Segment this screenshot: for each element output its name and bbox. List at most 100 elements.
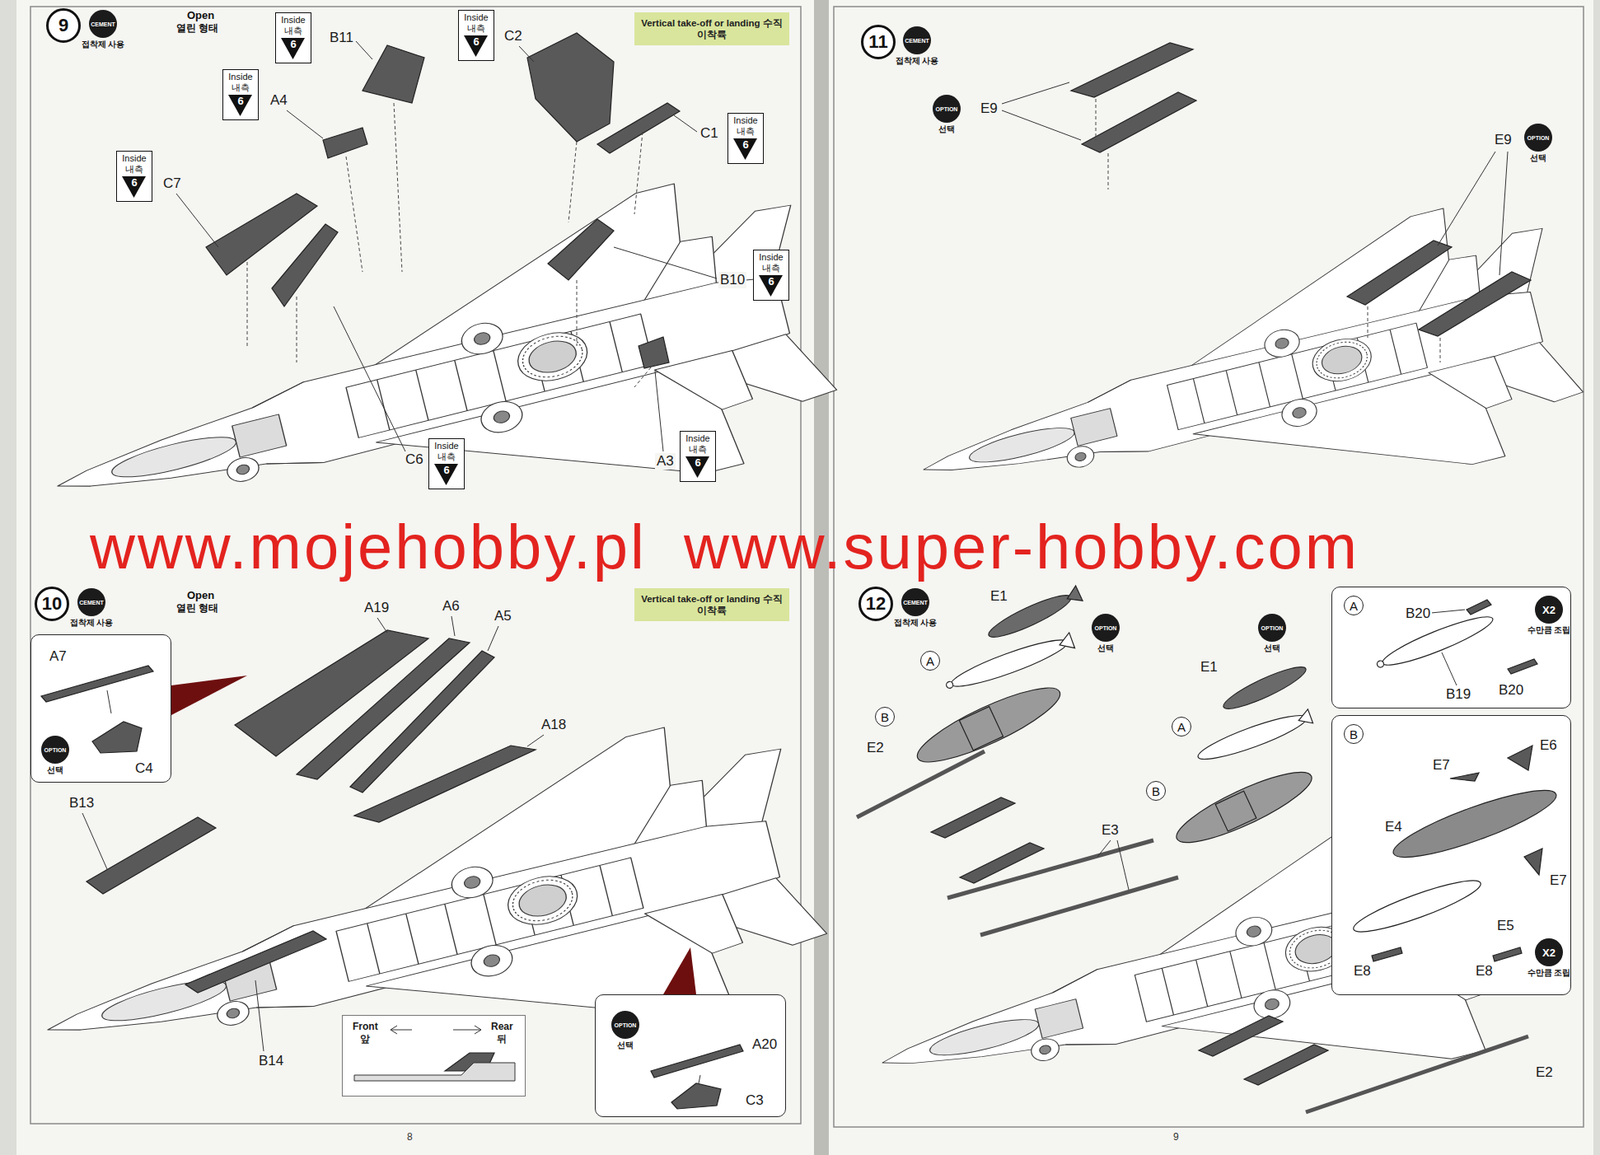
part-number: E1 xyxy=(988,588,1010,605)
part-shape xyxy=(597,102,680,154)
part-shape xyxy=(362,45,425,103)
part-shape xyxy=(1507,659,1538,674)
part-shape xyxy=(41,32,1543,1109)
orientation-text: Front 앞 xyxy=(350,1020,380,1047)
inset-ground xyxy=(594,994,786,1118)
badge-caption: 선택 xyxy=(1097,643,1114,654)
part-number: E8 xyxy=(1352,963,1373,980)
part-shape xyxy=(86,817,216,894)
variant-letter: A xyxy=(1171,716,1192,737)
view-note: 열린 형태 xyxy=(174,23,220,35)
option-inset: A20C3OPTION선택 xyxy=(594,994,786,1118)
inset-ground xyxy=(30,634,172,783)
badge-caption: 선택 xyxy=(617,1040,634,1051)
part-number: B19 xyxy=(1444,686,1473,703)
weapon-shape xyxy=(1063,585,1083,607)
part-number: B20 xyxy=(1403,605,1432,623)
part-number: E7 xyxy=(1431,757,1452,774)
weapon-shape xyxy=(1220,660,1310,716)
part-number: A19 xyxy=(362,599,391,617)
weapon-shape xyxy=(1349,872,1485,941)
badge-caption: 접착제 사용 xyxy=(81,39,126,50)
option-badge: OPTION선택 xyxy=(1524,123,1553,152)
weapon-shape xyxy=(1295,709,1313,728)
inset-ground xyxy=(341,1015,526,1097)
weapon-shape xyxy=(1194,706,1314,767)
inside-marker: Inside내측6 xyxy=(679,430,716,482)
weapon-shape xyxy=(1169,760,1320,855)
badge-caption: 선택 xyxy=(938,124,955,135)
inside-text: 내측 xyxy=(223,82,258,94)
weapon-shape xyxy=(947,632,1071,694)
part-shape xyxy=(41,665,154,702)
inset-pointer xyxy=(663,947,697,995)
step-number: 11 xyxy=(860,24,896,60)
weapon-shape xyxy=(1373,609,1497,675)
badge-text: CEMENT xyxy=(79,599,104,606)
part-number: B11 xyxy=(327,29,356,47)
inset-ground xyxy=(1331,586,1572,709)
badge-caption: 접착제 사용 xyxy=(893,617,938,628)
inside-marker: Inside내측6 xyxy=(116,150,153,202)
part-number: B10 xyxy=(718,271,747,289)
option-badge: OPTION선택 xyxy=(932,94,961,123)
part-number: A18 xyxy=(539,716,568,734)
inside-text: 내측 xyxy=(429,451,464,463)
part-number: A5 xyxy=(492,608,514,625)
weapon-shape xyxy=(856,584,1563,1113)
variant-letter: B xyxy=(1146,781,1166,801)
page-number: 8 xyxy=(405,1132,415,1144)
badge-caption: 선택 xyxy=(46,765,64,776)
part-number: E9 xyxy=(1492,131,1514,149)
inside-text: Inside xyxy=(458,12,494,24)
inside-number: 6 xyxy=(223,94,258,108)
leader-line xyxy=(354,1062,515,1081)
part-number: C3 xyxy=(743,1092,766,1109)
part-shape xyxy=(354,745,536,823)
part-number: E2 xyxy=(1534,1064,1555,1081)
part-number: C4 xyxy=(133,760,155,777)
leader-line xyxy=(107,690,701,1084)
badge-text: OPTION xyxy=(1527,135,1550,141)
weapon-shape xyxy=(1194,708,1310,767)
inside-text: Inside xyxy=(116,153,152,164)
badge-text: OPTION xyxy=(44,747,67,754)
weapon-shape xyxy=(1387,778,1562,869)
part-shape xyxy=(1347,240,1452,305)
inside-marker: Inside내측6 xyxy=(222,69,259,121)
inside-number: 6 xyxy=(458,35,494,48)
variant-letter-text: B xyxy=(880,711,889,724)
weapon-shape xyxy=(959,706,1003,751)
view-note: Open xyxy=(185,9,216,23)
badge-caption: 접착제 사용 xyxy=(895,56,940,66)
weapon-shape xyxy=(1387,778,1562,869)
part-number: C6 xyxy=(403,451,426,468)
variant-letter: B xyxy=(874,706,895,727)
variant-tag-text: Vertical take-off or landing 수직 이착륙 xyxy=(637,17,786,42)
weapon-shape xyxy=(910,675,1068,775)
illustration xyxy=(13,701,839,1155)
inside-text: Inside xyxy=(429,440,464,452)
step-number: 10 xyxy=(34,586,70,622)
badge-text: OPTION xyxy=(1094,625,1118,632)
leader-line xyxy=(82,41,1508,1084)
option-badge: OPTION선택 xyxy=(1091,613,1120,642)
part-number: A6 xyxy=(440,598,462,615)
step-number-text: 9 xyxy=(58,16,69,35)
variant-letter-text: A xyxy=(1177,720,1186,734)
part-shape xyxy=(959,842,1044,884)
orientation-key: Front 앞Rear 뒤 xyxy=(341,1015,526,1097)
part-number: C1 xyxy=(698,125,721,142)
badge-text: OPTION xyxy=(935,106,959,113)
part-shape xyxy=(650,1044,744,1078)
variant-letter: A xyxy=(1343,595,1364,616)
step-number: 12 xyxy=(858,586,894,622)
quantity-badge: X2수만큼 조립 xyxy=(1534,938,1563,967)
inside-number: 6 xyxy=(429,463,464,477)
variant-letter: B xyxy=(1343,724,1364,744)
part-shape xyxy=(1198,1015,1283,1057)
part-shape xyxy=(1418,271,1531,337)
part-shape xyxy=(1507,745,1533,771)
step-number-text: 11 xyxy=(868,32,888,52)
